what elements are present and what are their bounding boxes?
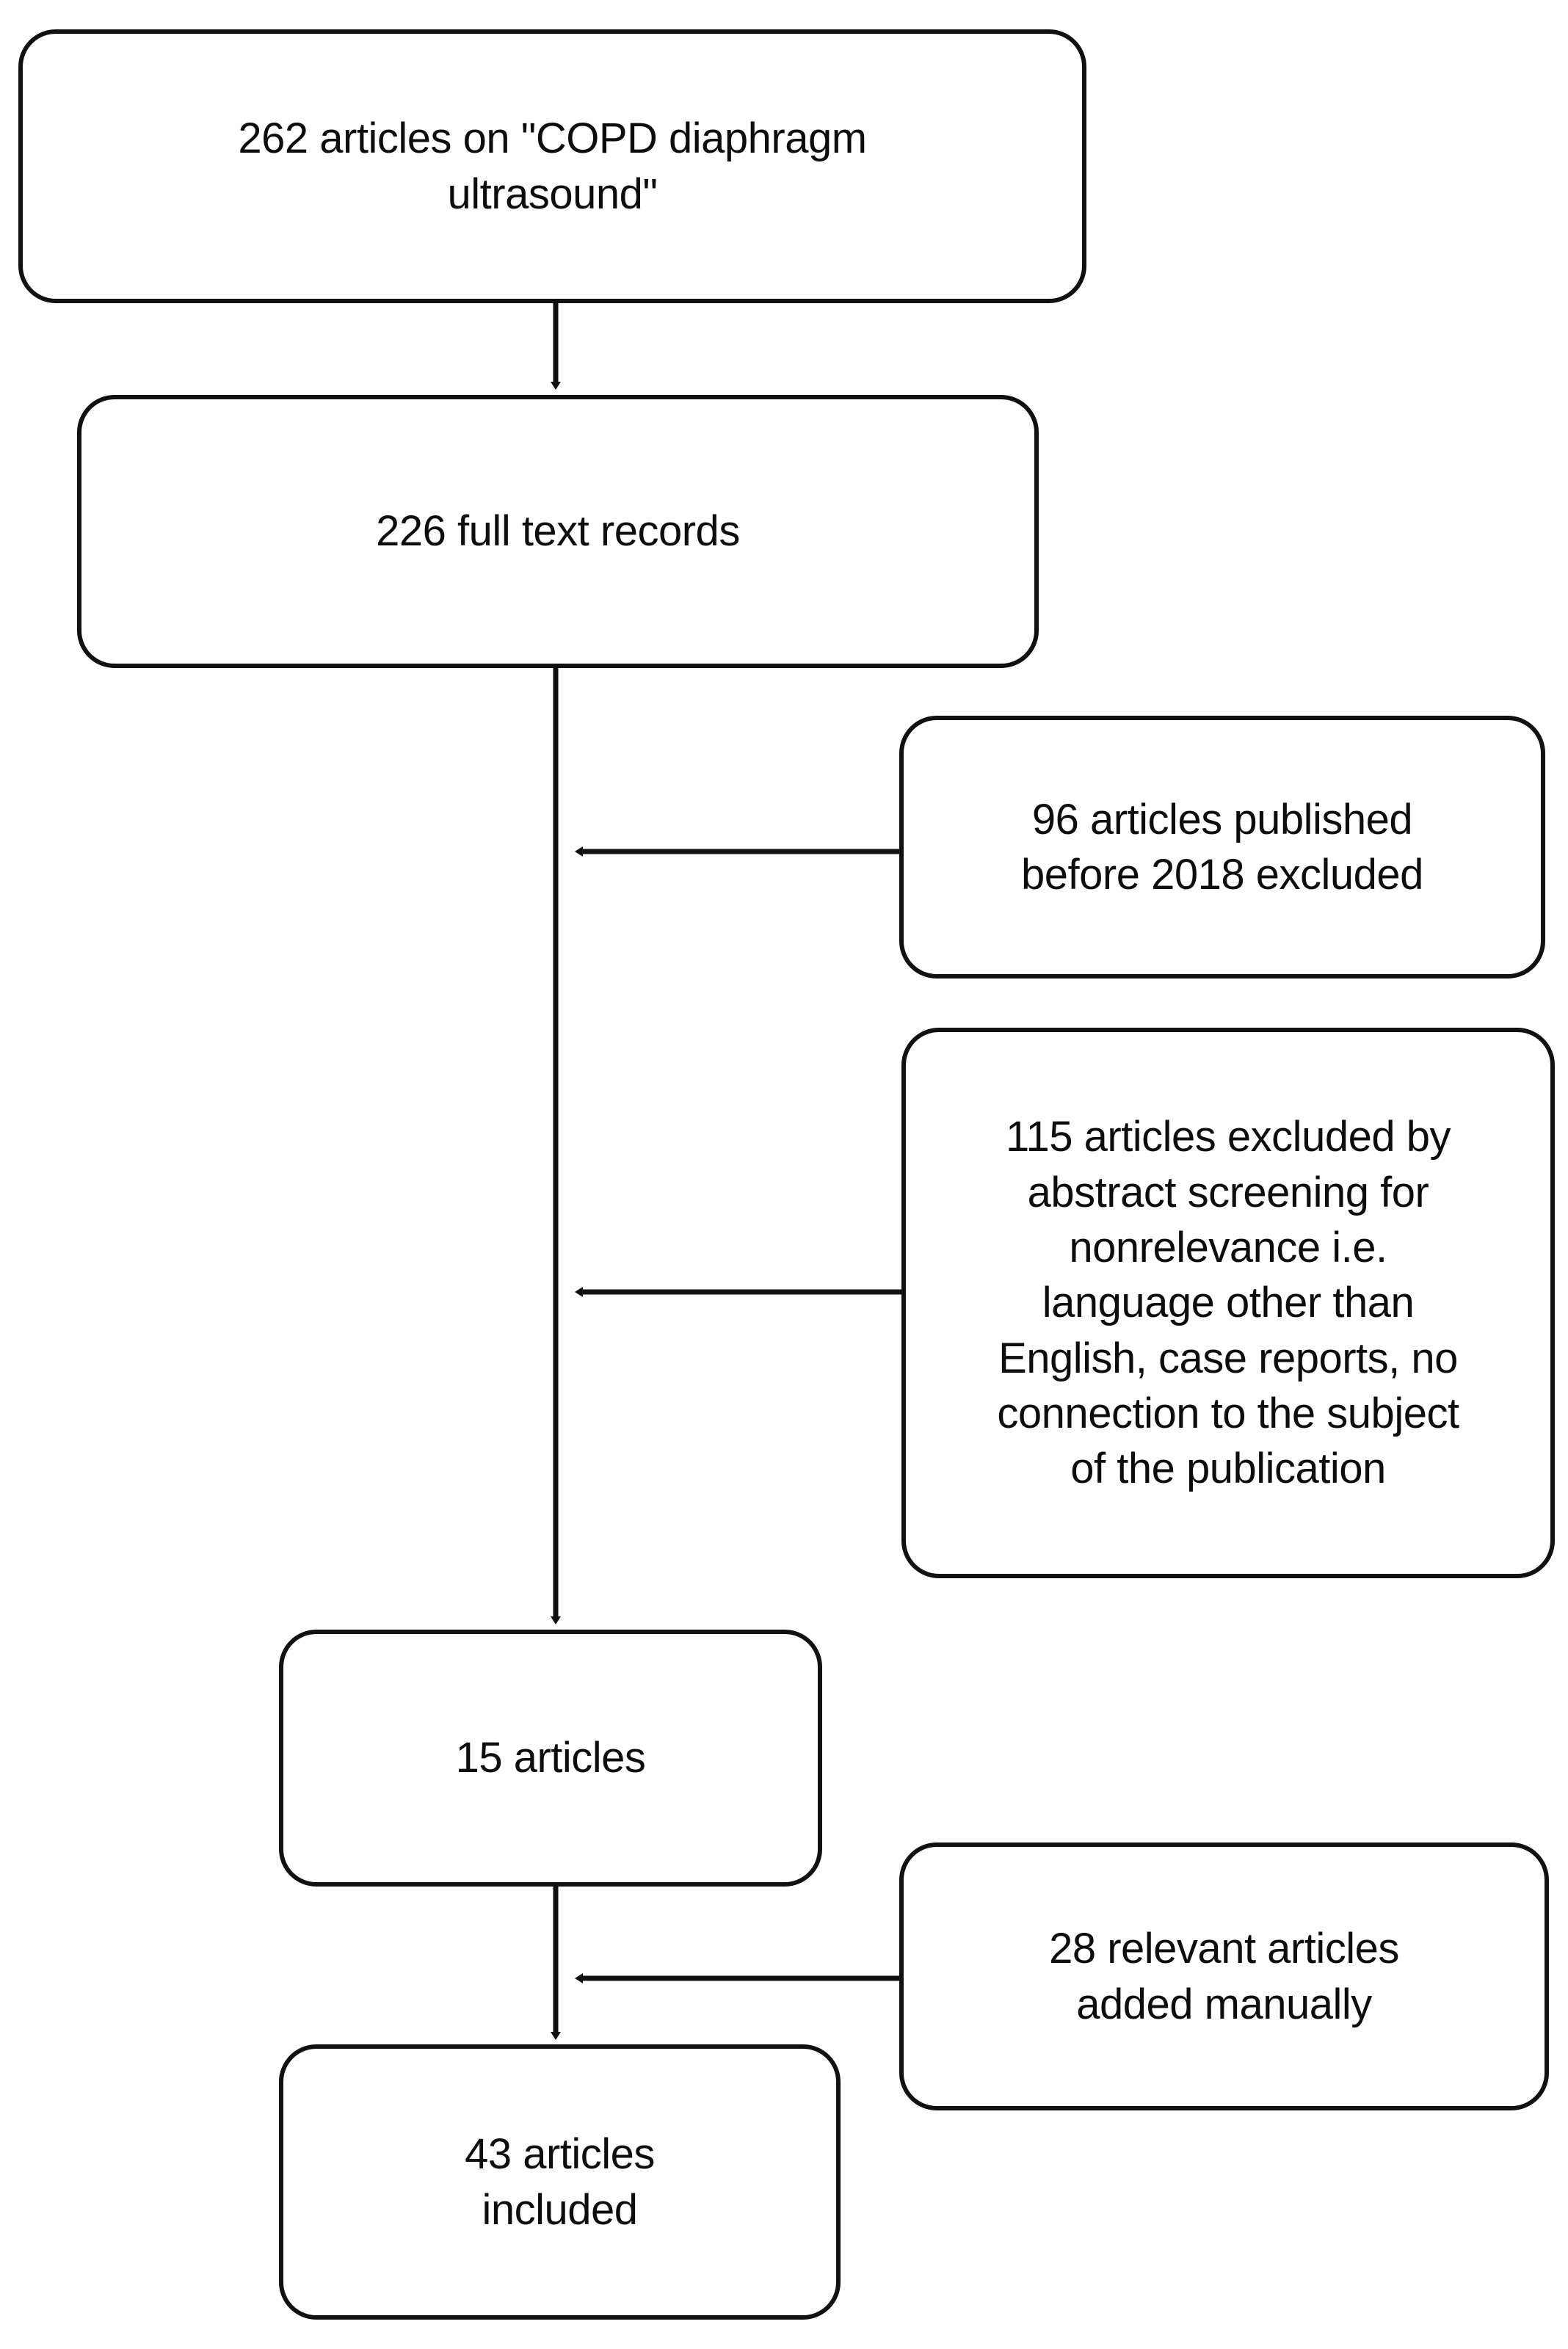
node-shape-added-manual — [899, 1842, 1549, 2110]
node-included[interactable]: 43 articles included — [279, 2044, 841, 2320]
node-excluded-abstract[interactable]: 115 articles excluded by abstract screen… — [901, 1028, 1555, 1578]
node-shape-excluded-abstract — [901, 1028, 1555, 1578]
node-added-manual[interactable]: 28 relevant articles added manually — [899, 1842, 1549, 2110]
node-excluded-year[interactable]: 96 articles published before 2018 exclud… — [899, 716, 1545, 979]
node-excluded-abstract-label: 115 articles excluded by abstract screen… — [997, 1113, 1459, 1493]
node-added-manual-label: 28 relevant articles added manually — [1049, 1925, 1399, 2028]
node-shape-screened — [279, 1630, 822, 1887]
node-shape-identified — [18, 29, 1086, 303]
node-fulltext[interactable]: 226 full text records — [77, 395, 1039, 668]
node-identified-label: 262 articles on "COPD diaphragm ultrasou… — [238, 115, 867, 218]
node-fulltext-label: 226 full text records — [376, 507, 740, 556]
node-excluded-year-label: 96 articles published before 2018 exclud… — [1021, 795, 1423, 898]
node-shape-fulltext — [77, 395, 1039, 668]
node-identified[interactable]: 262 articles on "COPD diaphragm ultrasou… — [18, 29, 1086, 303]
node-shape-excluded-year — [899, 716, 1545, 979]
node-screened-label: 15 articles — [455, 1734, 646, 1782]
node-included-label: 43 articles included — [465, 2130, 655, 2234]
node-shape-included — [279, 2044, 841, 2320]
node-screened[interactable]: 15 articles — [279, 1630, 822, 1887]
